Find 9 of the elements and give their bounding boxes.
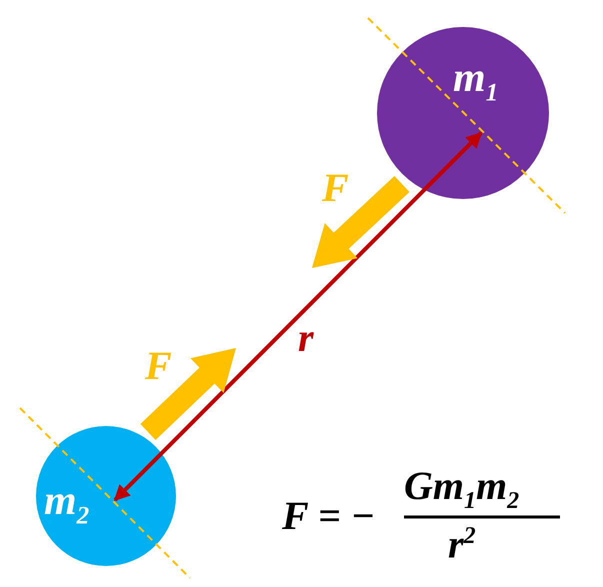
formula-text: r$^{2}$ bbox=[448, 524, 476, 564]
mass-label: m$_{2}$ bbox=[44, 480, 90, 529]
force-label: F bbox=[322, 168, 349, 208]
force-label: F bbox=[145, 346, 172, 386]
mass-label: m$_{1}$ bbox=[453, 57, 498, 106]
formula-text: F = − bbox=[282, 496, 375, 536]
edge-label: r bbox=[298, 318, 314, 358]
formula-text: Gm$_{1}$m$_{2}$ bbox=[404, 466, 520, 513]
distance-arrow bbox=[114, 132, 482, 502]
